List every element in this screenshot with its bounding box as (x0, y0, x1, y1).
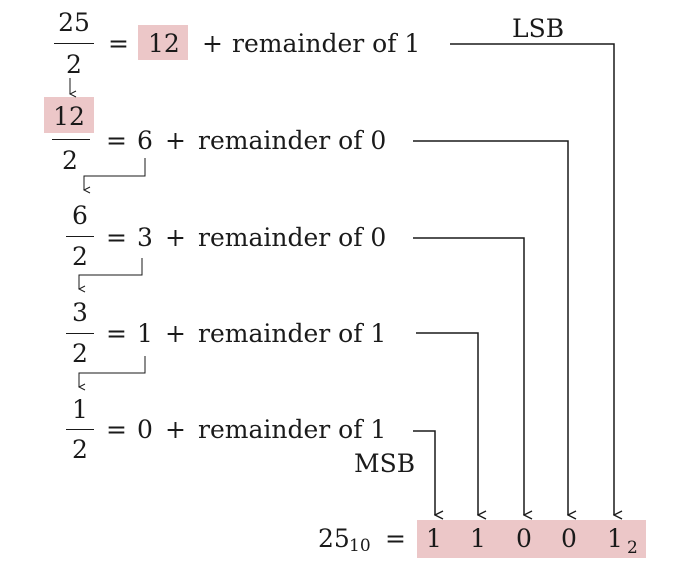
result-bit: 1 (607, 524, 623, 553)
result-decimal-base: 10 (349, 536, 371, 556)
carry-arrow-3 (79, 258, 143, 289)
step-5-fraction-bar (66, 429, 94, 430)
step-3-quotient: 3 (137, 223, 153, 252)
bit-3-wire (413, 140, 568, 515)
step-4-numerator: 3 (72, 298, 88, 327)
bit-1-wire (416, 332, 478, 515)
result-bit: 1 (426, 524, 442, 553)
result-equals: = (385, 524, 406, 553)
step-1-denominator: 2 (66, 50, 82, 79)
result-bit: 1 (470, 524, 486, 553)
step-3-remainder: remainder of 0 (198, 223, 387, 252)
msb-label: MSB (354, 449, 416, 478)
step-2-plus: + (165, 126, 186, 155)
step-5-equals: = (106, 415, 127, 444)
step-5-quotient: 0 (137, 415, 153, 444)
step-1-equals: = (108, 29, 129, 58)
step-1-quotient: 12 (148, 29, 180, 58)
step-1-numerator: 25 (58, 8, 90, 37)
step-1-plus: + (202, 29, 223, 58)
result-bit: 0 (516, 524, 532, 553)
step-3-numerator: 6 (72, 201, 88, 230)
step-5-denominator: 2 (72, 435, 88, 464)
step-4-denominator: 2 (72, 339, 88, 368)
quotient-highlight (138, 25, 188, 60)
result-decimal: 25 (318, 524, 350, 553)
step-4-plus: + (165, 319, 186, 348)
step-5-numerator: 1 (72, 395, 88, 424)
lsb-label: LSB (512, 14, 565, 43)
step-3-plus: + (165, 223, 186, 252)
result-binary-base: 2 (627, 538, 638, 558)
result-bit: 0 (561, 524, 577, 553)
step-4-quotient: 1 (137, 319, 153, 348)
carry-arrow-2 (84, 158, 146, 190)
result-bits-highlight (417, 520, 646, 558)
step-4-equals: = (106, 319, 127, 348)
step-3-denominator: 2 (72, 242, 88, 271)
lsb-wire (450, 43, 614, 515)
step-5-remainder: remainder of 1 (198, 415, 387, 444)
step-1-fraction-bar (54, 43, 94, 44)
step-4-remainder: remainder of 1 (198, 319, 387, 348)
step-3-equals: = (106, 223, 127, 252)
carry-arrow-4 (79, 356, 146, 387)
step-2-remainder: remainder of 0 (198, 126, 387, 155)
step-2-denominator: 2 (62, 146, 78, 175)
msb-wire (413, 430, 435, 515)
step-2-fraction-bar (52, 139, 90, 140)
step-4-fraction-bar (66, 333, 94, 334)
step-2-numerator: 12 (53, 102, 85, 131)
step-2-quotient: 6 (137, 126, 153, 155)
step-5-plus: + (165, 415, 186, 444)
bit-2-wire (413, 237, 524, 515)
numerator-highlight (44, 97, 94, 133)
step-1-remainder: remainder of 1 (232, 29, 421, 58)
step-2-equals: = (106, 126, 127, 155)
step-3-fraction-bar (66, 236, 94, 237)
